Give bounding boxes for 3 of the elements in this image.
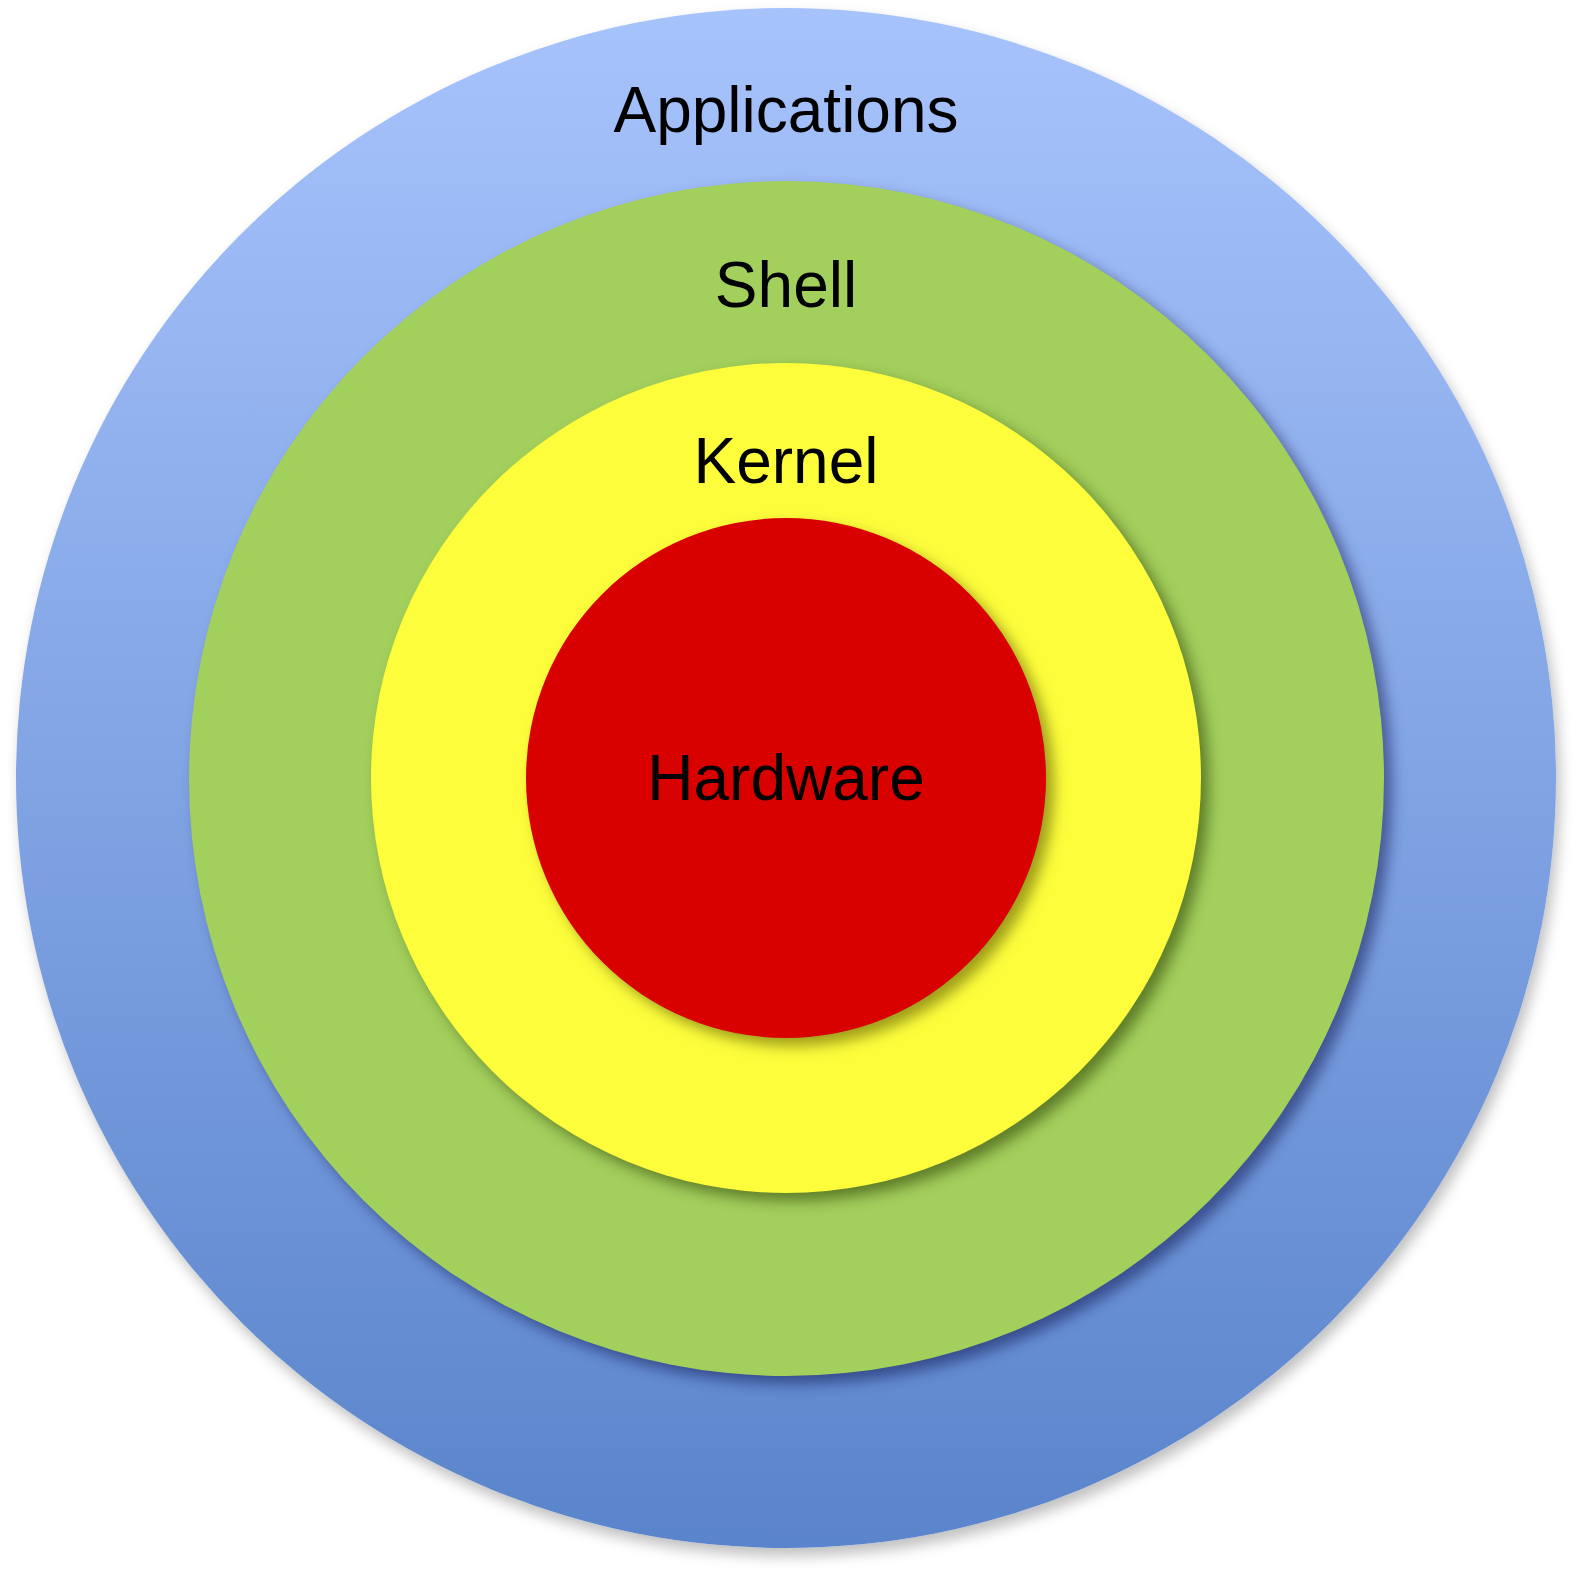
- layer-label: Shell: [714, 252, 858, 317]
- layer-label: Hardware: [647, 746, 925, 810]
- layer-label: Kernel: [693, 429, 879, 493]
